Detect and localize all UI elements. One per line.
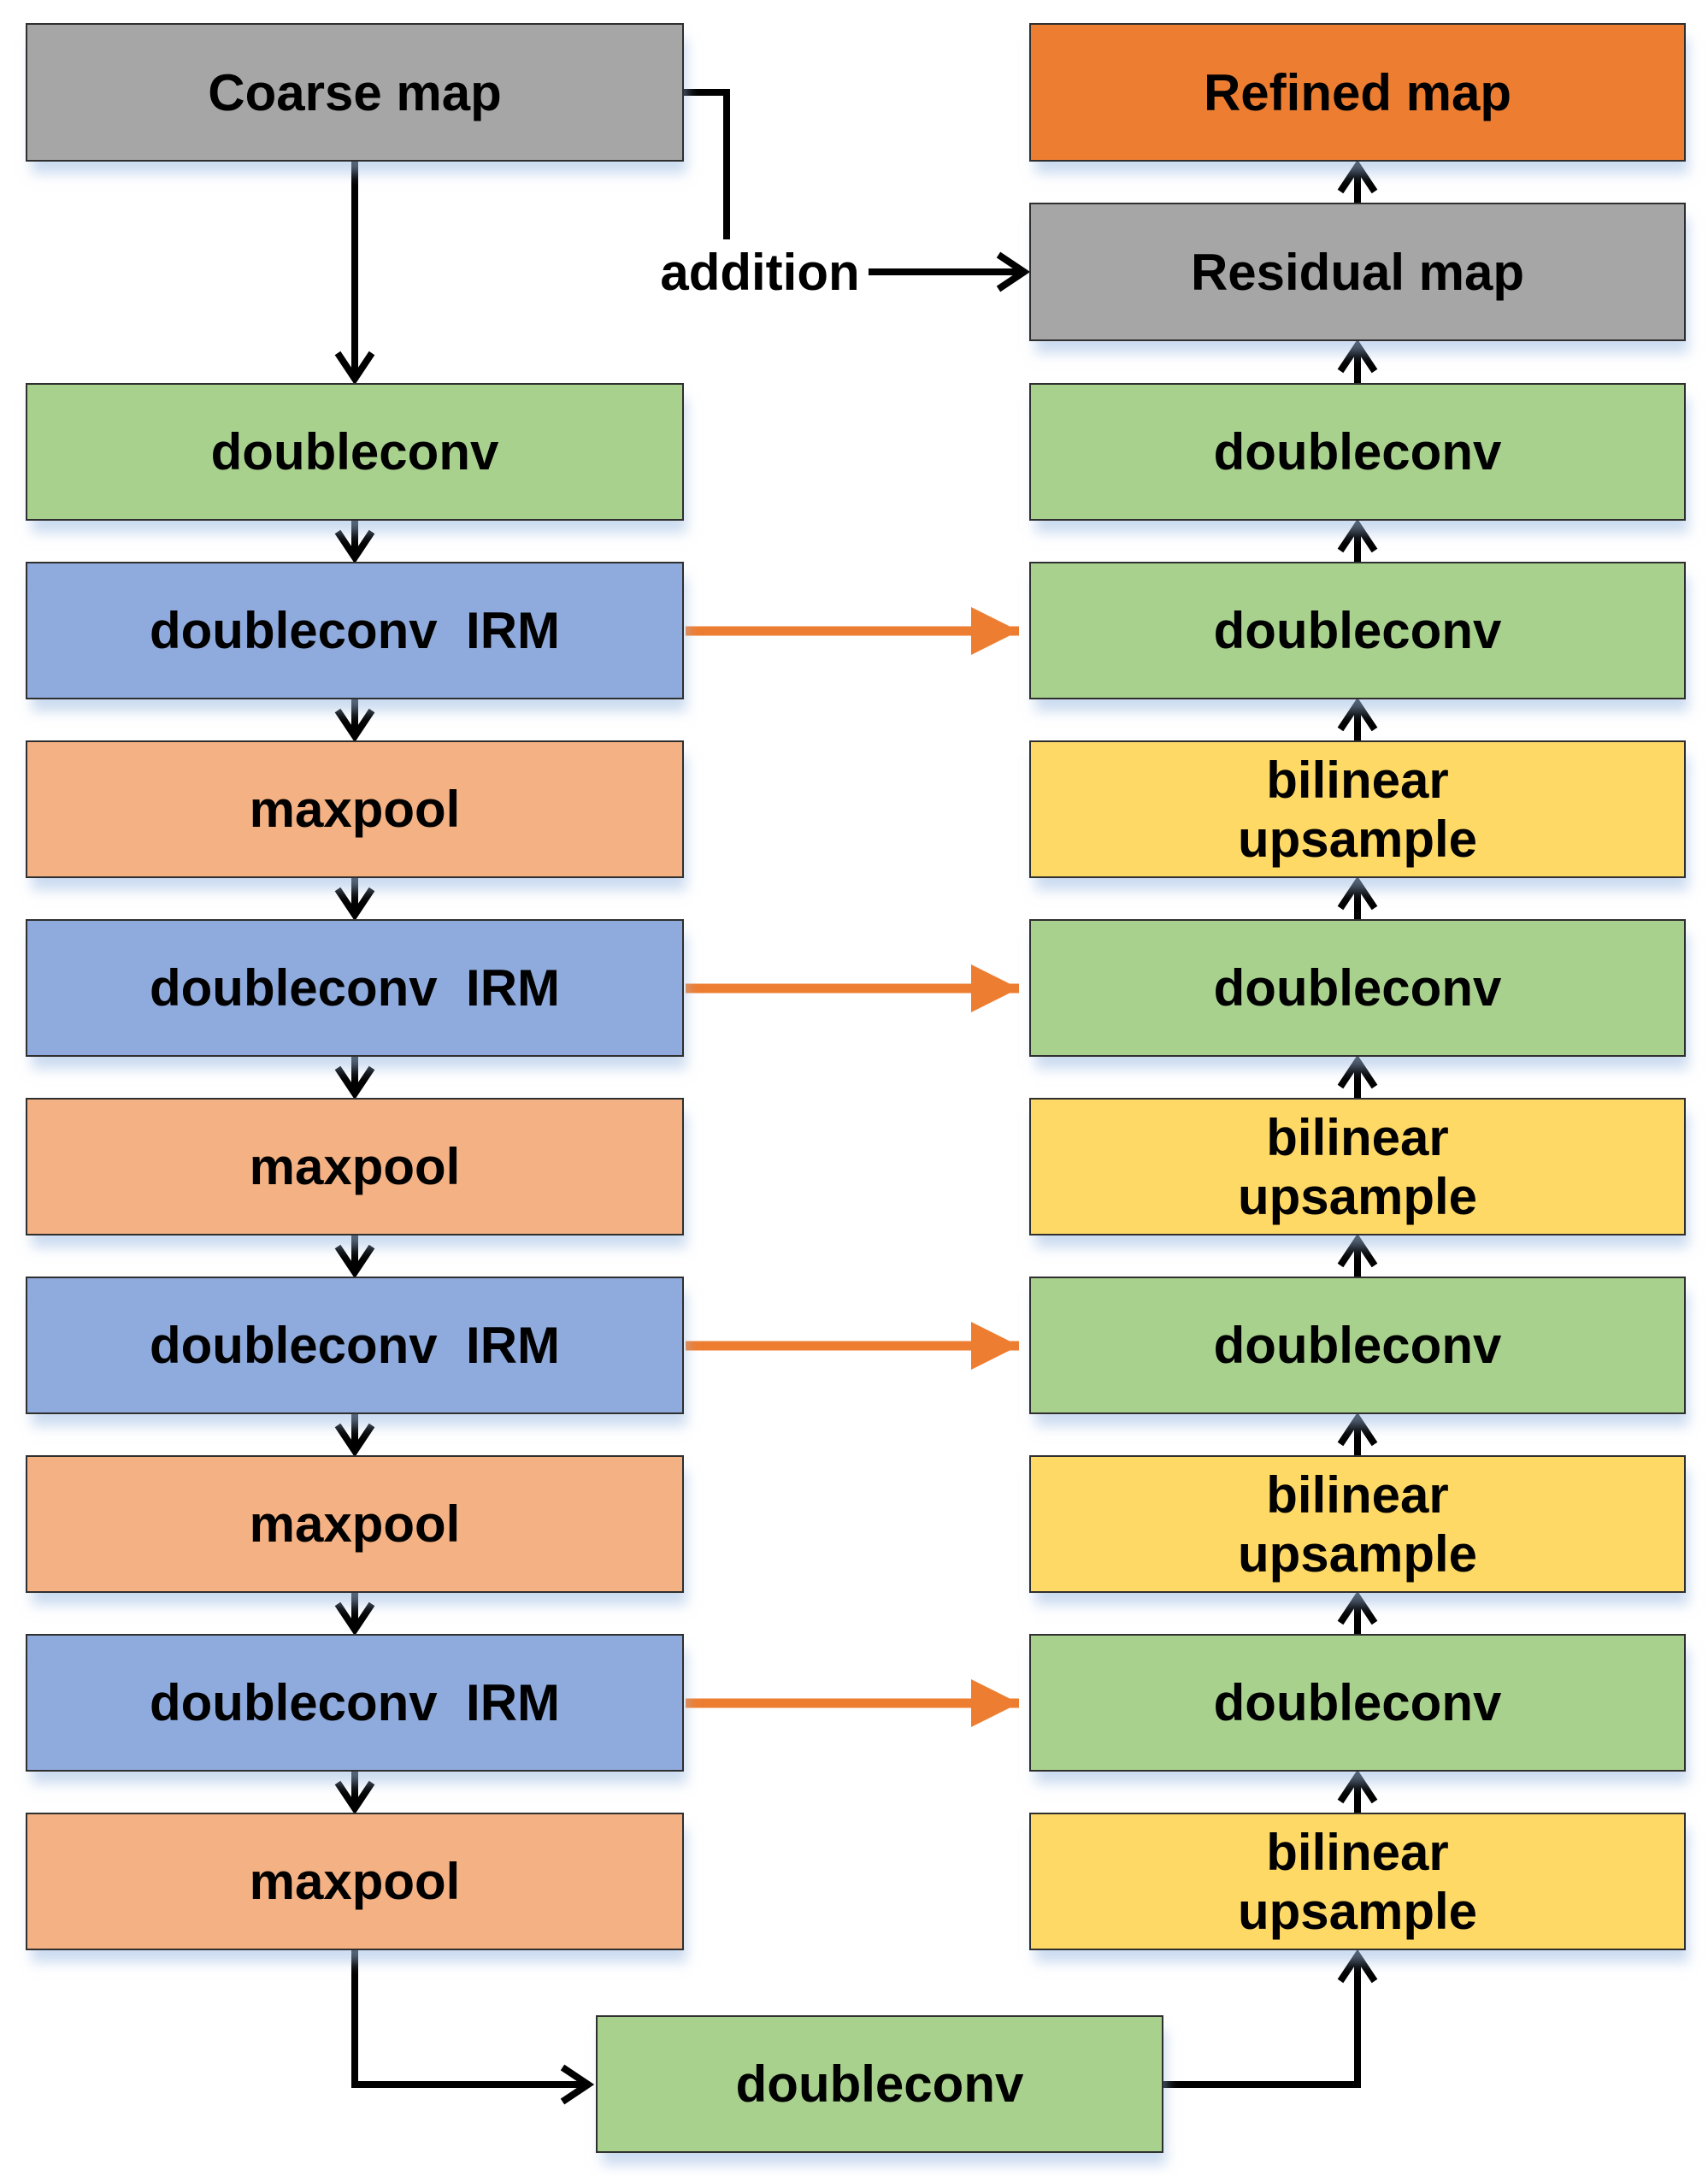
node-decoder-upsample-2: bilinear upsample	[1029, 1098, 1686, 1235]
node-decoder-upsample-1: bilinear upsample	[1029, 740, 1686, 878]
node-decoder-upsample-3: bilinear upsample	[1029, 1455, 1686, 1593]
node-encoder-maxpool-2: maxpool	[26, 1098, 684, 1235]
node-encoder-doubleconv-irm-4: doubleconv IRM	[26, 1634, 684, 1772]
line-coarse-to-addition	[684, 89, 730, 239]
node-decoder-doubleconv-5: doubleconv	[1029, 1634, 1686, 1772]
node-decoder-upsample-4: bilinear upsample	[1029, 1813, 1686, 1950]
node-residual-map: Residual map	[1029, 203, 1686, 341]
arrow-bottleneck-to-upsample	[1163, 1949, 1378, 2088]
node-refined-map: Refined map	[1029, 23, 1686, 162]
node-encoder-maxpool-1: maxpool	[26, 740, 684, 878]
node-decoder-doubleconv-4: doubleconv	[1029, 1277, 1686, 1414]
arrow-maxpool-to-bottleneck	[351, 1950, 595, 2105]
node-coarse-map: Coarse map	[26, 23, 684, 162]
node-encoder-doubleconv-irm-1: doubleconv IRM	[26, 562, 684, 699]
node-decoder-doubleconv-2: doubleconv	[1029, 562, 1686, 699]
node-decoder-doubleconv-3: doubleconv	[1029, 919, 1686, 1057]
node-encoder-doubleconv-irm-3: doubleconv IRM	[26, 1277, 684, 1414]
addition-label: addition	[660, 244, 860, 301]
node-encoder-doubleconv: doubleconv	[26, 383, 684, 521]
node-encoder-maxpool-4: maxpool	[26, 1813, 684, 1950]
node-encoder-maxpool-3: maxpool	[26, 1455, 684, 1593]
node-encoder-doubleconv-irm-2: doubleconv IRM	[26, 919, 684, 1057]
node-bottleneck-doubleconv: doubleconv	[596, 2015, 1163, 2153]
node-decoder-doubleconv-1: doubleconv	[1029, 383, 1686, 521]
